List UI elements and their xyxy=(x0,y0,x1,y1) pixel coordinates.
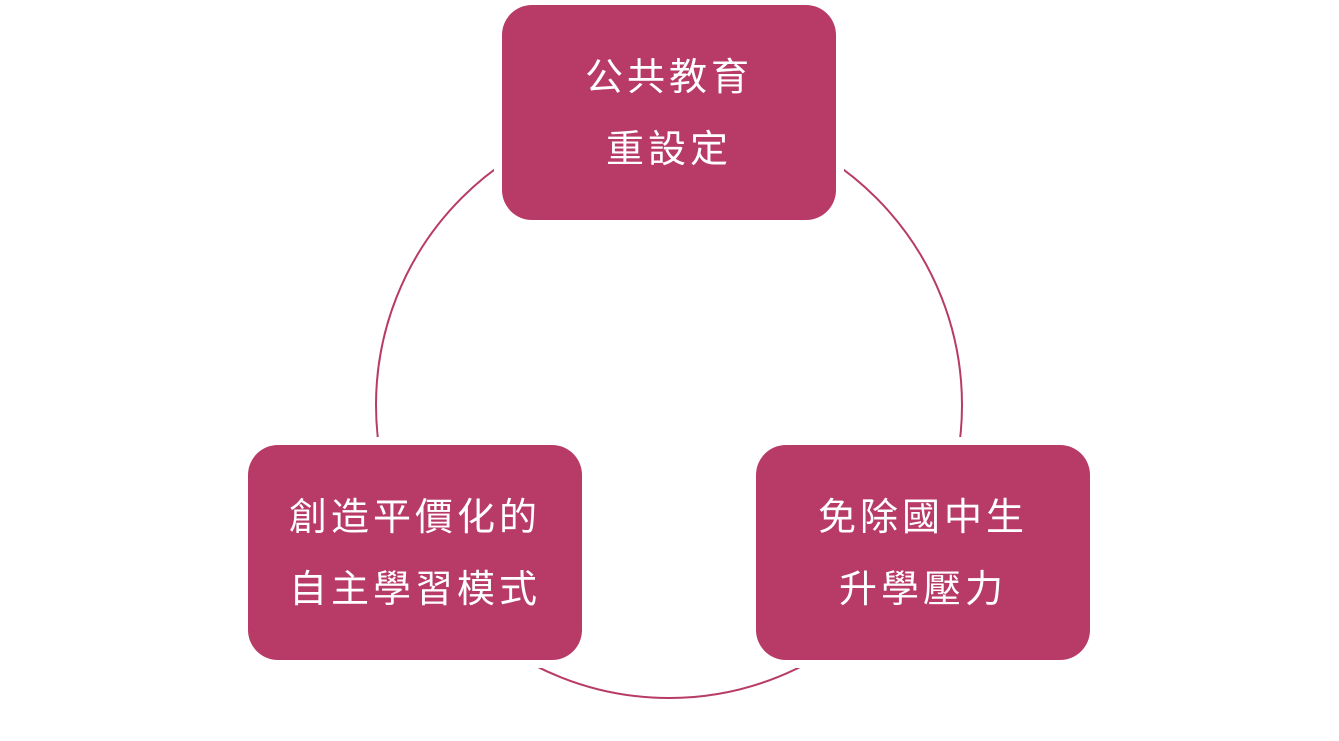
node-relieve-pressure: 免除國中生 升學壓力 xyxy=(756,445,1090,660)
node-line: 重設定 xyxy=(605,126,732,171)
node-line: 自主學習模式 xyxy=(288,566,541,611)
node-line: 升學壓力 xyxy=(838,566,1007,611)
node-line: 免除國中生 xyxy=(817,494,1028,539)
node-public-education-reset: 公共教育 重設定 xyxy=(502,5,836,220)
node-line: 公共教育 xyxy=(584,54,753,99)
node-line: 創造平價化的 xyxy=(288,494,541,539)
node-affordable-learning: 創造平價化的 自主學習模式 xyxy=(248,445,582,660)
